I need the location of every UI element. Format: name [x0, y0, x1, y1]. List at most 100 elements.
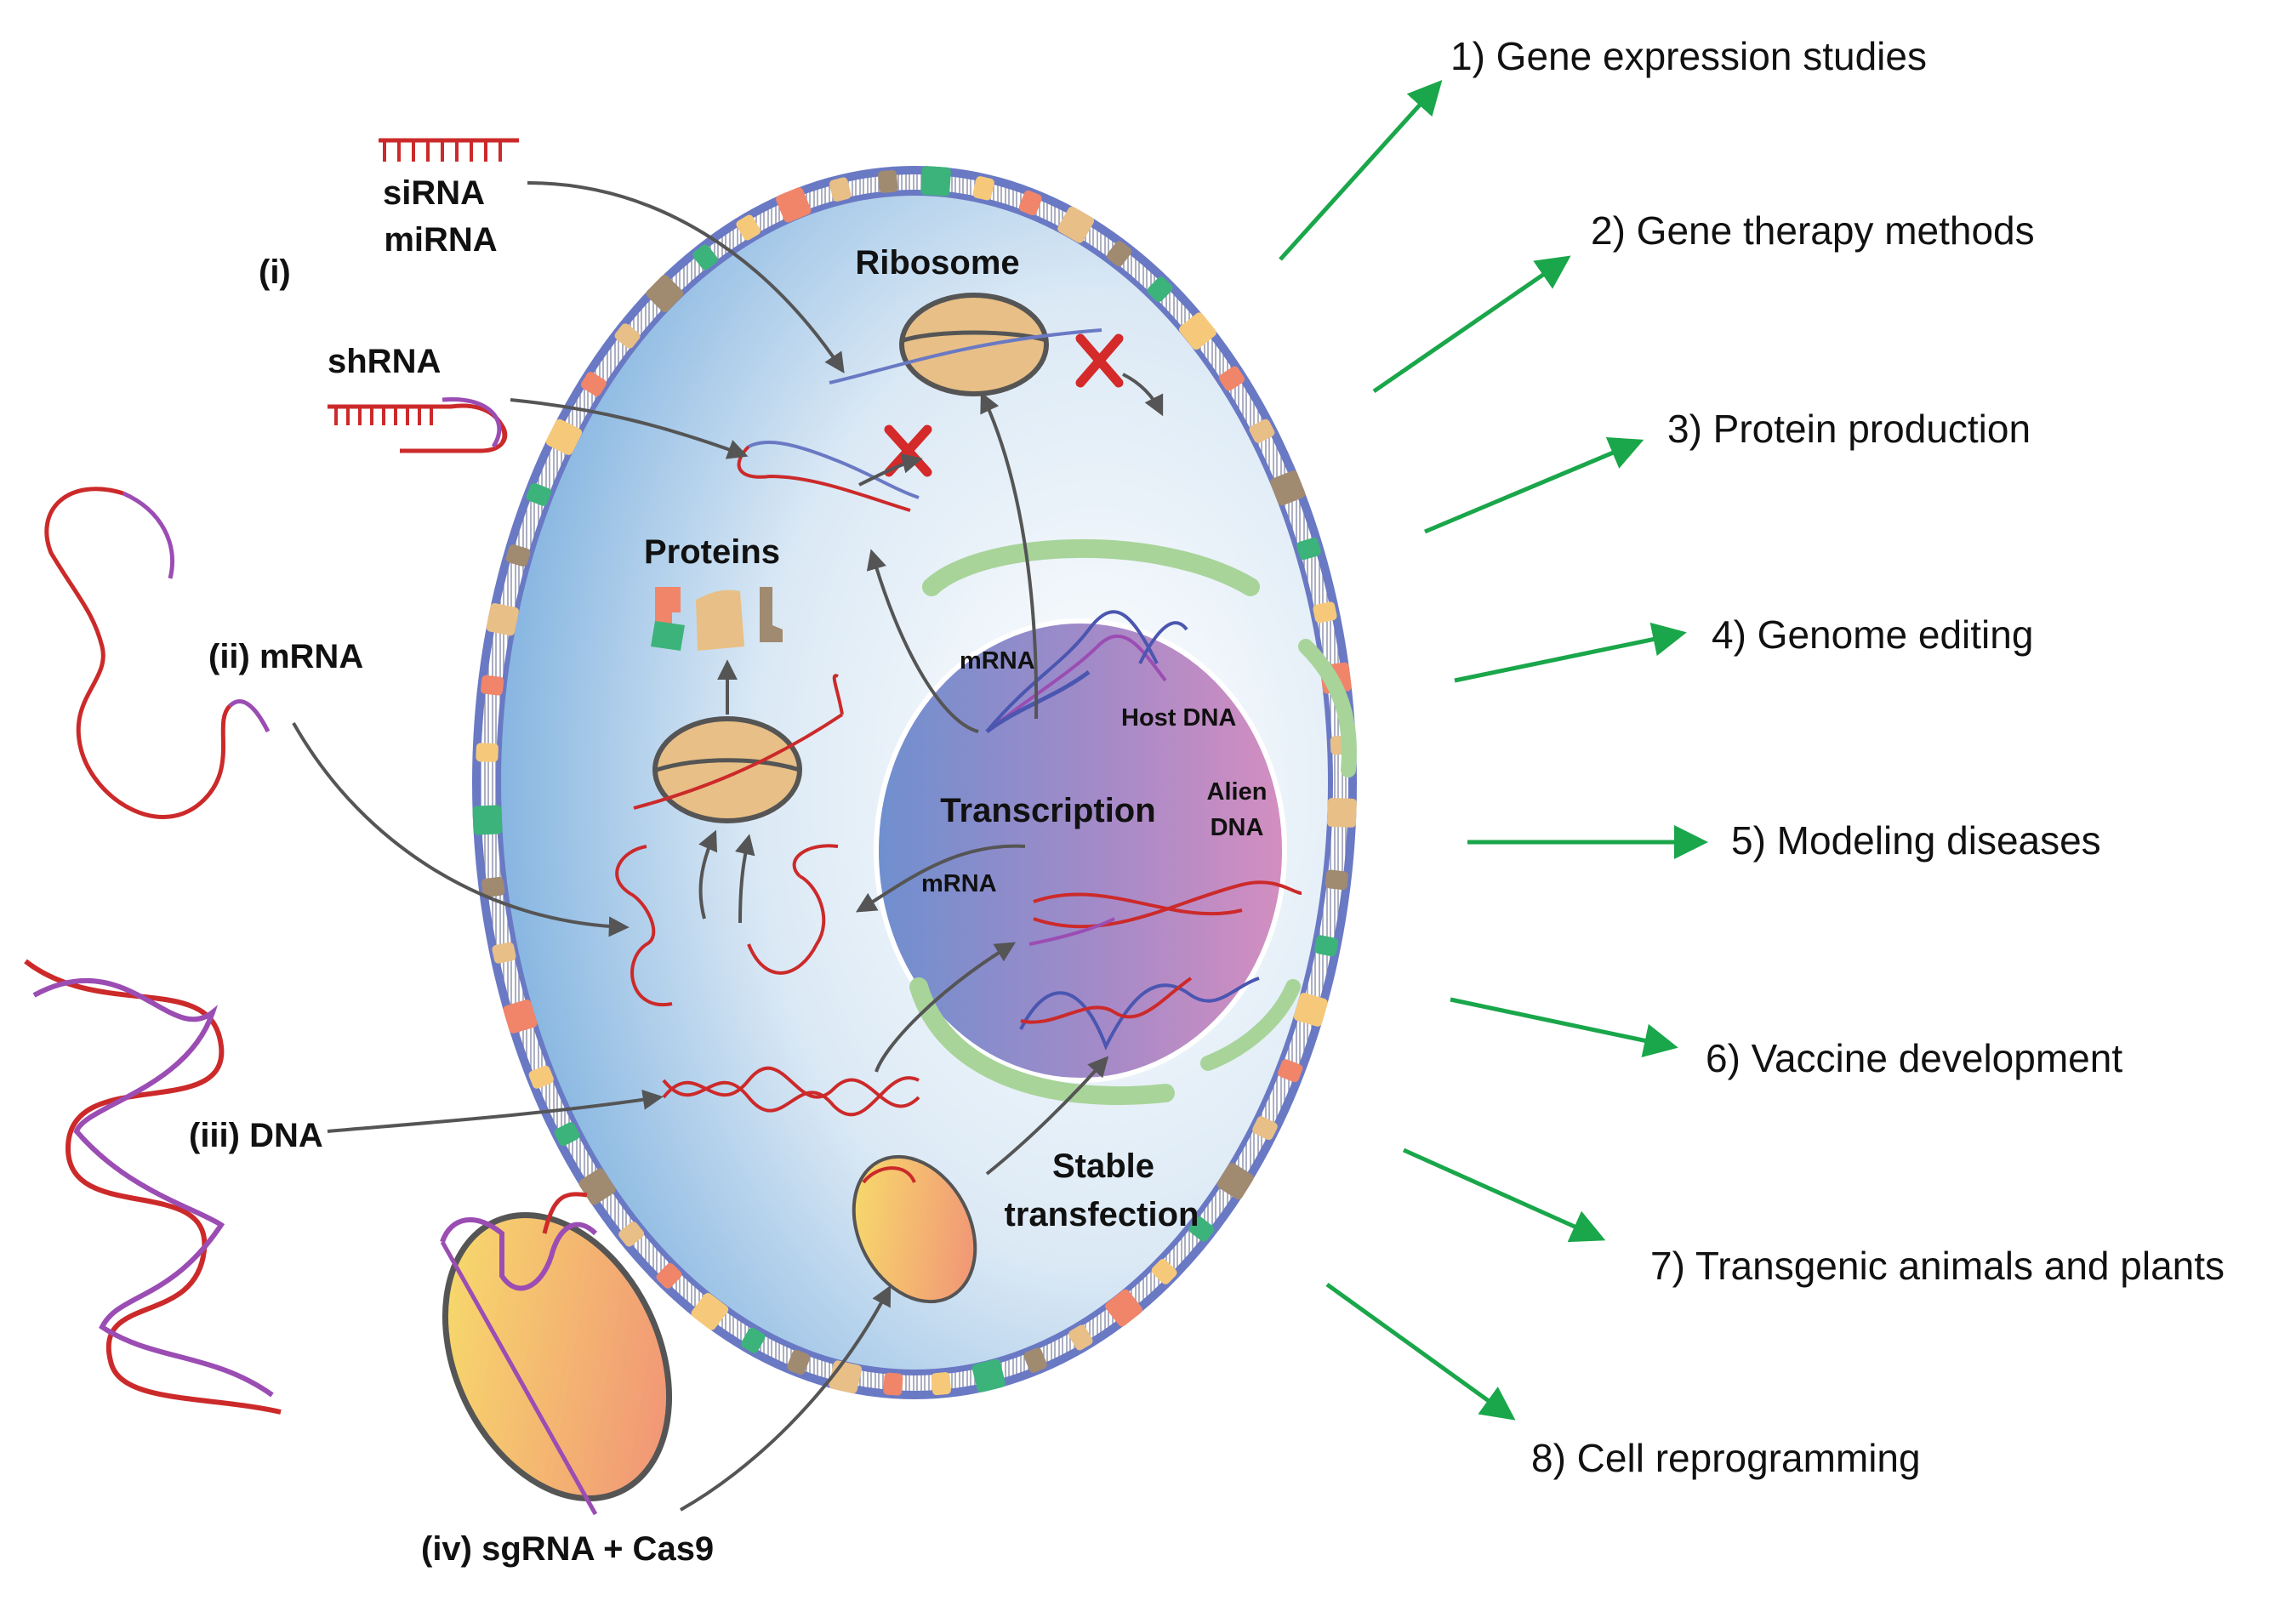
label-iv-sgrna: (iv) sgRNA + Cas9	[421, 1530, 714, 1568]
application-label-1: 1) Gene expression studies	[1450, 34, 1927, 78]
membrane-protein	[646, 275, 684, 313]
membrane-protein	[1294, 993, 1328, 1027]
cytoplasm-dna	[662, 1066, 920, 1117]
labels: (i) siRNA miRNA shRNA (ii) mRNA (iii) DN…	[189, 174, 1267, 1568]
membrane-protein	[1179, 312, 1216, 350]
label-ribosome: Ribosome	[855, 244, 1019, 282]
label-mrna-lower: mRNA	[921, 870, 997, 897]
pointer-arrows	[292, 181, 1164, 1512]
membrane-protein	[580, 372, 607, 396]
membrane-protein	[1068, 1324, 1093, 1351]
ribosome-mid	[633, 674, 844, 823]
label-ii-mrna: (ii) mRNA	[208, 638, 363, 675]
membrane-protein	[1270, 470, 1306, 506]
membrane-protein	[578, 1168, 616, 1205]
label-transfection: transfection	[1005, 1196, 1199, 1233]
label-mrna-upper: mRNA	[960, 647, 1035, 675]
membrane-protein	[787, 1349, 811, 1375]
application-arrow-7	[1402, 1148, 1606, 1243]
application-label-2: 2) Gene therapy methods	[1591, 208, 2035, 253]
label-mirna: miRNA	[384, 221, 497, 259]
membrane-protein	[492, 942, 516, 964]
label-iii-dna: (iii) DNA	[189, 1117, 323, 1154]
mrna-strand-icon	[44, 487, 271, 819]
membrane-protein	[472, 805, 503, 835]
ribosome-top	[829, 293, 1102, 396]
membrane-protein	[776, 187, 812, 223]
membrane-protein	[476, 743, 499, 762]
membrane-protein	[1147, 276, 1173, 303]
membrane-protein	[545, 419, 583, 455]
application-arrow-6	[1450, 997, 1678, 1057]
application-label-4: 4) Genome editing	[1712, 612, 2033, 657]
membrane-protein	[554, 1122, 580, 1147]
label-shrna: shRNA	[328, 343, 441, 380]
label-stable: Stable	[1052, 1148, 1154, 1185]
application-labels: 1) Gene expression studies 2) Gene therap…	[1450, 34, 2225, 1480]
application-arrow-4	[1454, 622, 1687, 683]
membrane-protein	[1057, 206, 1095, 243]
membrane-protein	[920, 166, 951, 196]
application-arrows	[1279, 80, 1708, 1421]
membrane-protein	[1219, 366, 1245, 391]
membrane-protein	[1105, 1289, 1142, 1327]
endoplasmic-reticulum-top	[922, 538, 1260, 596]
label-i: (i)	[259, 253, 291, 291]
membrane-protein	[1252, 1116, 1278, 1141]
double-helix-icon	[24, 959, 282, 1415]
membrane-protein	[736, 214, 761, 241]
label-sirna: siRNA	[383, 174, 485, 212]
cas9-inside	[852, 1154, 977, 1304]
application-label-6: 6) Vaccine development	[1706, 1036, 2122, 1080]
membrane-protein	[1188, 1216, 1215, 1242]
membrane-protein	[691, 1292, 729, 1330]
membrane-protein	[878, 169, 898, 193]
membrane-protein	[931, 1372, 951, 1396]
membrane-proteins	[472, 166, 1357, 1396]
application-label-5: 5) Modeling diseases	[1731, 818, 2101, 863]
membrane-protein	[528, 1065, 554, 1089]
label-proteins: Proteins	[644, 533, 780, 571]
membrane-protein	[971, 1358, 1006, 1392]
application-label-3: 3) Protein production	[1667, 407, 2031, 451]
membrane-protein	[505, 544, 531, 567]
application-arrow-2	[1372, 255, 1571, 394]
membrane-protein	[503, 999, 538, 1034]
membrane-protein	[1326, 797, 1357, 828]
lower-dna	[1019, 977, 1260, 1051]
membrane-protein	[692, 244, 718, 271]
application-arrow-8	[1325, 1282, 1516, 1421]
membrane-protein	[829, 177, 852, 202]
alien-dna	[1028, 880, 1302, 946]
membrane-protein	[741, 1327, 766, 1353]
label-transcription: Transcription	[940, 792, 1155, 829]
label-alien: Alien	[1207, 778, 1268, 806]
application-label-8: 8) Cell reprogramming	[1531, 1436, 1921, 1480]
membrane-protein	[618, 1222, 645, 1247]
membrane-protein	[1278, 1059, 1303, 1083]
membrane-protein	[1313, 601, 1337, 624]
endoplasmic-reticulum-bottom	[909, 977, 1175, 1106]
membrane-protein	[486, 603, 519, 636]
cytoplasm-mrna	[615, 844, 839, 1007]
membrane-protein	[1314, 935, 1339, 957]
membrane-protein	[1151, 1259, 1177, 1284]
membrane-protein	[1018, 190, 1042, 216]
membrane-protein	[1325, 869, 1349, 891]
membrane-protein	[883, 1372, 903, 1396]
membrane-protein	[656, 1262, 682, 1289]
label-host-dna: Host DNA	[1121, 704, 1236, 732]
cas9-complex-icon	[440, 1192, 673, 1516]
label-alien-dna: DNA	[1211, 814, 1264, 841]
application-arrow-1	[1279, 80, 1443, 261]
membrane-protein	[481, 876, 505, 897]
membrane-protein	[1296, 538, 1321, 561]
membrane-protein	[1249, 419, 1275, 443]
membrane-protein	[1023, 1347, 1047, 1373]
red-x-icon	[1075, 333, 1124, 388]
membrane-protein	[480, 675, 504, 696]
membrane-protein	[614, 323, 641, 349]
host-dna	[985, 610, 1188, 733]
membrane-protein	[972, 176, 994, 201]
